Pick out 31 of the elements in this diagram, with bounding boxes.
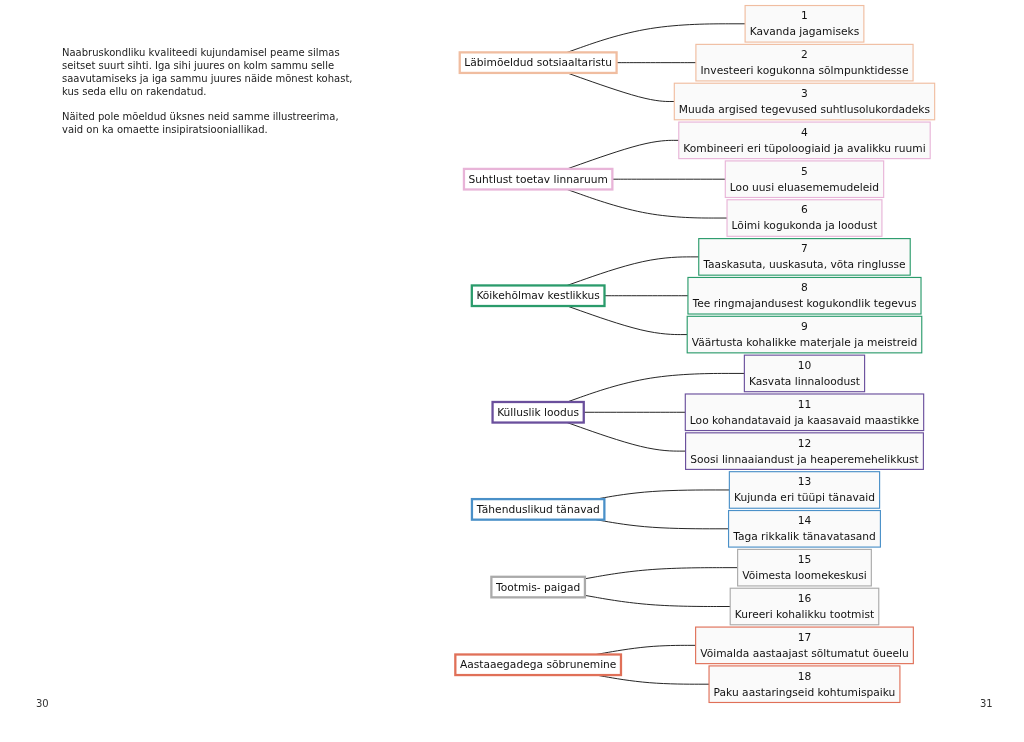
- node-box: 11 Loo kohandatavaid ja kaasavaid maastikke: [684, 393, 925, 432]
- node-box: Aastaaegadega sõbrunemine: [454, 653, 623, 677]
- node-box: 1 Kavanda jagamiseks: [744, 4, 865, 43]
- node-box: Suhtlust toetav linnaruum: [462, 167, 614, 191]
- node-box: 16 Kureeri kohalikku tootmist: [729, 587, 880, 626]
- connector: [584, 594, 731, 607]
- node-box: 3 Muuda argised tegevused suhtlusolukordadeks: [673, 82, 936, 121]
- node-box: 7 Taaskasuta, uuskasuta, võta ringlusse: [698, 238, 911, 276]
- node-box: 8 Tee ringmajandusest kogukondlik tegevus: [687, 276, 922, 315]
- page-number: 30: [36, 698, 49, 709]
- node-box: Tootmis- paigad: [490, 575, 587, 599]
- node-box: 10 Kasvata linnaloodust: [743, 354, 866, 393]
- node-box: 14 Taga rikkalik tänavatasand: [728, 509, 881, 548]
- node-box: Kõikehõlmav kestlikkus: [470, 284, 606, 308]
- page-number: 31: [980, 698, 993, 709]
- node-box: Läbimõeldud sotsiaaltaristu: [458, 51, 618, 75]
- connector: [583, 411, 686, 413]
- node-box: 6 Lõimi kogukonda ja loodust: [726, 199, 883, 237]
- intro-paragraph: Naabruskondliku kvaliteedi kujundamisel peame silmas seitset suurt sihti. Iga sihi juures on kolm sammu selle saavutamiseks ja iga sammu juures näide mõnest kohast, kus seda ellu on rakendatud.: [62, 46, 354, 98]
- node-box: 4 Kombineeri eri tüpoloogiaid ja avalikku ruumi: [678, 121, 931, 160]
- node-box: Tähenduslikud tänavad: [470, 497, 606, 521]
- node-box: 13 Kujunda eri tüüpi tänavaid: [728, 471, 881, 509]
- node-box: 2 Investeeri kogukonna sõlmpunktidesse: [695, 43, 914, 82]
- node-box: 9 Väärtusta kohalikke materjale ja meistreid: [686, 315, 923, 354]
- node-box: 15 Võimesta loomekeskusi: [737, 548, 872, 587]
- node-box: Külluslik loodus: [491, 400, 585, 424]
- node-box: 17 Võimalda aastaajast sõltumatut õueelu: [695, 626, 914, 665]
- intro-paragraph: Näited pole mõeldud üksnes neid samme illustreerima, vaid on ka omaette insipiratsiooniallikad.: [62, 110, 340, 136]
- node-box: 5 Loo uusi eluasememudeleid: [724, 160, 885, 199]
- node-box: 12 Soosi linnaaiandust ja heaperemehelikkust: [685, 432, 924, 470]
- node-box: 18 Paku aastaringseid kohtumispaiku: [708, 665, 901, 704]
